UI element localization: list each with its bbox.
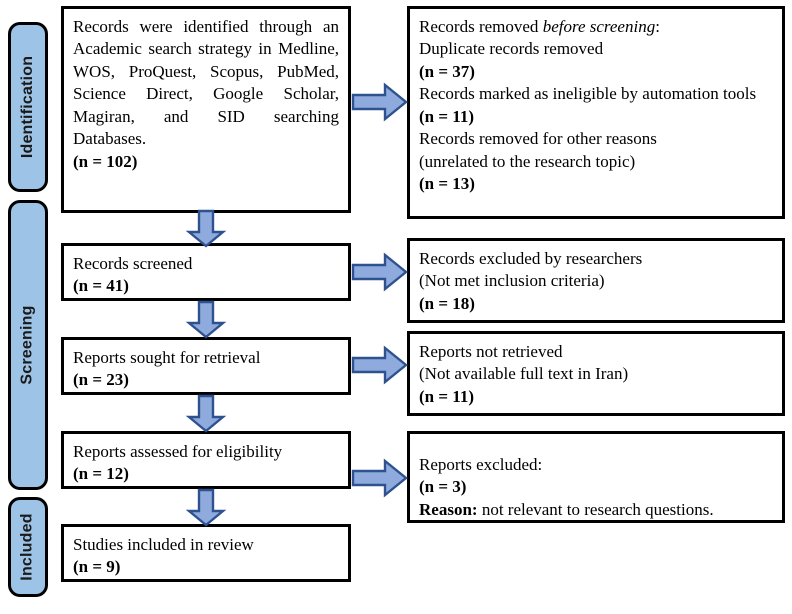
- phase-tab-screening-label: Screening: [19, 305, 37, 385]
- box-records-screened-text: Records screened (n = 41): [73, 253, 339, 298]
- ineligible-automation-label: Records marked as ineligible by automati…: [419, 84, 757, 104]
- box-identification-records-text: Records were identified through an Acade…: [73, 16, 339, 173]
- other-reasons-label: Records removed for other reasons: [419, 129, 657, 149]
- box-reports-not-retrieved-text: Reports not retrieved (Not available ful…: [419, 341, 773, 408]
- reports-excluded-count: (n = 3): [419, 477, 467, 497]
- records-removed-heading-emphasis: before screening: [542, 17, 656, 36]
- box-reports-assessed: Reports assessed for eligibility (n = 12…: [61, 431, 351, 489]
- arrow-identification-to-screened: [185, 209, 227, 248]
- records-identified-count: (n = 102): [73, 151, 138, 171]
- other-reasons-count: (n = 13): [419, 174, 475, 194]
- duplicate-records-removed-count: (n = 37): [419, 61, 475, 81]
- reports-not-retrieved-reason: (Not available full text in Iran): [419, 364, 629, 384]
- box-reports-sought-text: Reports sought for retrieval (n = 23): [73, 347, 339, 392]
- box-records-removed: Records removed before screening: Duplic…: [407, 6, 785, 219]
- box-studies-included: Studies included in review (n = 9): [61, 524, 351, 582]
- reports-excluded-reason-label: Reason:: [419, 499, 478, 519]
- box-records-excluded: Records excluded by researchers (Not met…: [407, 238, 785, 323]
- arrow-sought-to-not-retrieved: [351, 345, 408, 385]
- box-records-excluded-text: Records excluded by researchers (Not met…: [419, 248, 773, 315]
- box-reports-excluded-text: Reports excluded: (n = 3) Reason: not re…: [419, 454, 773, 521]
- records-removed-heading: Records removed before screening:: [419, 16, 773, 38]
- box-records-screened: Records screened (n = 41): [61, 243, 351, 301]
- reports-excluded-reason: Reason: not relevant to research questio…: [419, 499, 773, 521]
- box-reports-assessed-text: Reports assessed for eligibility (n = 12…: [73, 441, 339, 486]
- box-identification-records: Records were identified through an Acade…: [61, 6, 351, 213]
- arrow-assessed-to-excluded: [351, 458, 408, 498]
- studies-included-label: Studies included in review: [73, 535, 254, 554]
- records-excluded-label: Records excluded by researchers: [419, 249, 643, 268]
- arrow-screened-to-excluded: [351, 252, 408, 292]
- phase-tab-included: Included: [8, 497, 48, 597]
- box-reports-excluded: Reports excluded: (n = 3) Reason: not re…: [407, 431, 785, 523]
- duplicate-records-removed-label: Duplicate records removed: [419, 39, 604, 59]
- phase-tab-included-label: Included: [19, 513, 37, 581]
- records-screened-count: (n = 41): [73, 276, 129, 296]
- records-excluded-reason: (Not met inclusion criteria): [419, 271, 605, 291]
- arrow-screened-to-sought: [185, 300, 227, 339]
- reports-not-retrieved-label: Reports not retrieved: [419, 342, 563, 361]
- reports-assessed-label: Reports assessed for eligibility: [73, 442, 283, 461]
- box-records-removed-text: Records removed before screening: Duplic…: [419, 16, 773, 196]
- reports-sought-label: Reports sought for retrieval: [73, 348, 261, 367]
- phase-tab-identification: Identification: [8, 22, 48, 192]
- arrow-identification-to-removed: [351, 82, 408, 122]
- reports-assessed-count: (n = 12): [73, 464, 129, 484]
- arrow-assessed-to-included: [185, 488, 227, 527]
- phase-tab-identification-label: Identification: [19, 55, 37, 159]
- studies-included-count: (n = 9): [73, 557, 121, 577]
- ineligible-automation-count: (n = 11): [419, 106, 475, 126]
- records-removed-heading-colon: :: [655, 17, 660, 36]
- other-reasons-detail: (unrelated to the research topic): [419, 151, 636, 171]
- records-removed-heading-lead: Records removed: [419, 17, 543, 36]
- phase-tab-screening: Screening: [8, 200, 48, 490]
- records-screened-label: Records screened: [73, 254, 193, 273]
- reports-excluded-reason-detail: not relevant to research questions.: [477, 499, 714, 519]
- box-reports-sought: Reports sought for retrieval (n = 23): [61, 337, 351, 395]
- arrow-sought-to-assessed: [185, 394, 227, 433]
- box-reports-not-retrieved: Reports not retrieved (Not available ful…: [407, 331, 785, 416]
- box-studies-included-text: Studies included in review (n = 9): [73, 534, 339, 579]
- records-excluded-count: (n = 18): [419, 293, 475, 313]
- reports-sought-count: (n = 23): [73, 370, 129, 390]
- reports-not-retrieved-count: (n = 11): [419, 386, 475, 406]
- records-identified-body: Records were identified through an Acade…: [73, 17, 339, 149]
- reports-excluded-label: Reports excluded:: [419, 455, 543, 474]
